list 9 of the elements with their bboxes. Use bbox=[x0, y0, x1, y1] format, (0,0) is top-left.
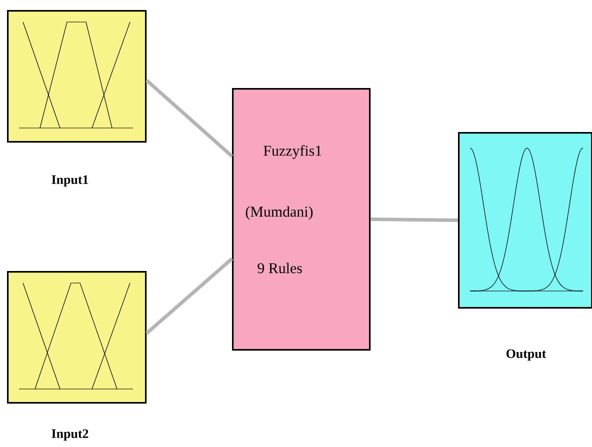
block-label: Input2 bbox=[52, 429, 88, 441]
block-text: 9 Rules bbox=[258, 262, 302, 274]
connector-line bbox=[370, 218, 458, 222]
block-text: (Mumdani) bbox=[246, 206, 313, 220]
connector-line bbox=[145, 257, 234, 335]
block-text: Fuzzyfis1 bbox=[264, 145, 322, 159]
block-label: Input1 bbox=[52, 175, 88, 187]
block-label: Output bbox=[506, 349, 546, 361]
connector-line bbox=[145, 78, 234, 158]
